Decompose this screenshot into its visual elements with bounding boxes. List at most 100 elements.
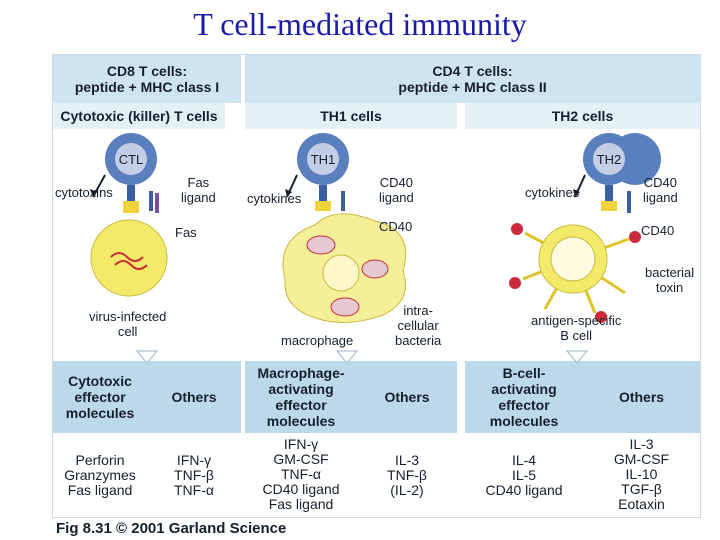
peptide-mhc-icon	[123, 201, 139, 213]
bcell-line2: B cell	[560, 328, 593, 343]
cd40-ligand-line2: ligand	[643, 190, 678, 205]
tcr-icon	[127, 185, 135, 203]
bacteria-line2: cellular	[397, 318, 439, 333]
fas-ligand-line1: Fas	[187, 175, 210, 190]
cd8-diagram: CTL	[90, 133, 168, 297]
th2-nucleus	[593, 143, 625, 175]
page-title: T cell-mediated immunity	[193, 6, 527, 42]
heading-line: effector	[275, 397, 327, 413]
th2-cd40-label: CD40	[641, 223, 675, 238]
cd4-header-line1: CD4 T cells:	[432, 63, 513, 79]
cytotoxins-label: cytotoxins	[55, 185, 113, 200]
heading-line: molecules	[65, 405, 135, 421]
vesicle-icon	[361, 259, 389, 279]
list-item: Fas ligand	[268, 496, 334, 512]
bacterial-toxin-icon	[509, 277, 521, 289]
b-cell-label: antigen-specific B cell	[531, 313, 621, 343]
th1-subheader: TH1 cells	[245, 103, 457, 129]
th1-nucleus	[307, 143, 339, 175]
list-item: CD40 ligand	[262, 481, 340, 497]
list-item: TNF-β	[387, 467, 427, 483]
list-item: TNF-β	[174, 467, 214, 483]
cd40-ligand-line1: CD40	[379, 175, 413, 190]
fas-ligand-label: Fas ligand	[181, 175, 216, 205]
list-item: TNF-α	[174, 482, 214, 498]
th1-effector-heading: Macrophage- activating effector molecule…	[245, 361, 357, 433]
heading-line: Cytotoxic	[68, 373, 132, 389]
cd8-effector-heading: Cytotoxic effector molecules	[53, 361, 147, 433]
cd4-header-line2: peptide + MHC class II	[398, 79, 547, 95]
bacteria-line1: intra-	[403, 303, 433, 318]
bacteria-line3: bacteria	[395, 333, 442, 348]
vesicle-icon	[330, 297, 360, 317]
figure: CD8 T cells: peptide + MHC class I CD4 T…	[52, 54, 701, 518]
b-cell-nucleus	[550, 236, 596, 282]
heading-line: B-cell-	[502, 365, 546, 381]
cd8-effector-row	[53, 361, 241, 433]
macrophage-label: macrophage	[281, 333, 354, 348]
figure-credit: Fig 8.31 © 2001 Garland Science	[56, 520, 287, 537]
arrowhead-icon	[573, 189, 580, 197]
pointer-arrows	[135, 350, 589, 364]
list-item: IL-3	[394, 452, 420, 468]
heading-line: effector	[498, 397, 550, 413]
cd8-effector-list: Perforin Granzymes Fas ligand	[53, 453, 147, 498]
th2-effector-row	[465, 361, 700, 433]
th1-cd40-label: CD40	[379, 219, 413, 234]
list-item: CD40 ligand	[485, 482, 563, 498]
th2-cd40-ligand-label: CD40 ligand	[643, 175, 678, 205]
cd8-header-line2: peptide + MHC class I	[74, 79, 220, 95]
list-item: (IL-2)	[390, 482, 424, 498]
down-pointer-icon	[335, 350, 359, 364]
cd8-subheader: Cytotoxic (killer) T cells	[53, 103, 225, 129]
fas-label: Fas	[175, 225, 197, 240]
ctl-nucleus	[115, 143, 147, 175]
cd8-others-list: IFN-γ TNF-β TNF-α	[147, 453, 241, 498]
list-item: IL-4	[511, 452, 537, 468]
fas-icon	[155, 193, 159, 213]
th1-cell-label: TH1	[311, 152, 336, 167]
heading-line: activating	[268, 381, 334, 397]
fas-ligand-line2: ligand	[181, 190, 216, 205]
th1-cd40-ligand-label: CD40 ligand	[379, 175, 414, 205]
tcr-icon	[319, 185, 327, 203]
toxin-line2: toxin	[655, 280, 684, 295]
list-item: IL-10	[625, 466, 658, 482]
list-item: Perforin	[75, 452, 125, 468]
list-item: IFN-γ	[176, 452, 212, 468]
bacterial-toxin-icon	[595, 311, 607, 323]
list-item: GM-CSF	[613, 451, 670, 467]
list-item: Fas ligand	[67, 482, 133, 498]
list-item: Eotaxin	[618, 496, 665, 512]
th1-cytokines-label: cytokines	[247, 191, 302, 206]
th2-subheader: TH2 cells	[465, 103, 700, 129]
th2-others-list: IL-3 GM-CSF IL-10 TGF-β Eotaxin	[583, 437, 700, 512]
cd40-ligand-icon	[627, 191, 631, 213]
heading-line: effector	[74, 389, 126, 405]
heading-line: Macrophage-	[257, 365, 345, 381]
arrowhead-icon	[285, 189, 292, 197]
peptide-mhc-icon	[601, 201, 617, 211]
viral-rna-icon	[114, 260, 148, 270]
cd8-others-heading: Others	[171, 389, 217, 405]
th1-diagram: TH1	[282, 133, 407, 324]
toxin-line1: bacterial	[645, 265, 695, 280]
cd40-ligand-line2: ligand	[379, 190, 414, 205]
macrophage-nucleus	[322, 254, 360, 292]
th1-others-list: IL-3 TNF-β (IL-2)	[357, 453, 457, 498]
cd4-header: CD4 T cells: peptide + MHC class II	[245, 55, 700, 103]
list-item: GM-CSF	[273, 451, 329, 467]
list-item: IL-3	[629, 436, 654, 452]
th1-effector-list: IFN-γ GM-CSF TNF-α CD40 ligand Fas ligan…	[245, 437, 357, 512]
bcell-line1: antigen-specific	[531, 313, 622, 328]
bacterial-toxin-icon	[629, 231, 641, 243]
heading-line: molecules	[266, 413, 336, 429]
peptide-mhc-icon	[315, 201, 331, 211]
target-line2: cell	[117, 324, 138, 339]
th2-effector-list: IL-4 IL-5 CD40 ligand	[465, 453, 583, 498]
cd40-ligand-icon	[341, 191, 345, 211]
th1-effector-row	[245, 361, 457, 433]
th2-diagram: TH2	[509, 133, 661, 323]
list-item: IFN-γ	[283, 436, 319, 452]
target-cell-label: virus-infected cell	[89, 309, 166, 339]
